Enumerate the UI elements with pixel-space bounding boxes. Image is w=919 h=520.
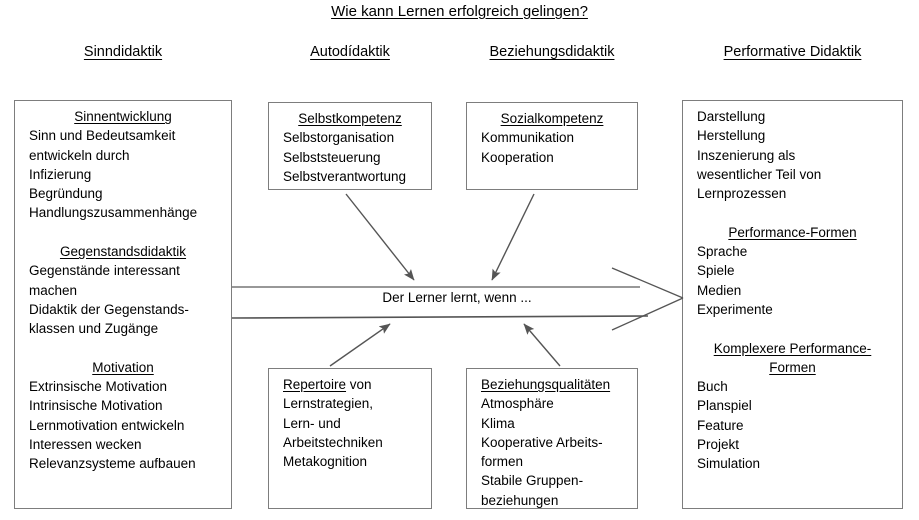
block-heading: Beziehungsqualitäten <box>467 375 637 394</box>
list-item: Infizierung <box>29 166 92 182</box>
page-title-text: Wie kann Lernen erfolgreich gelingen? <box>331 3 588 20</box>
block-heading: Performance-Formen <box>728 224 857 240</box>
list-item: Begründung <box>29 186 103 202</box>
list-item: Simulation <box>697 456 761 472</box>
block-heading-plain-part: von <box>346 377 372 392</box>
list-item: Handlungszusammenhänge <box>29 205 198 221</box>
list-item: Kooperation <box>481 149 554 165</box>
list-item: Relevanzsysteme aufbauen <box>29 456 196 472</box>
box-sozialkompetenz: Sozialkompetenz Kommunikation Kooperatio… <box>466 102 638 190</box>
list-item: Didaktik der Gegenstands- <box>29 301 189 317</box>
column-header-autodidaktik: Autodídaktik <box>268 42 432 62</box>
list-item: Extrinsische Motivation <box>29 379 168 395</box>
list-item: formen <box>481 454 524 470</box>
list-item: klassen und Zugänge <box>29 321 159 337</box>
column-header-beziehungsdidaktik: Beziehungsdidaktik <box>466 42 638 62</box>
list-item: Kooperative Arbeits- <box>481 434 603 450</box>
box-performative-didaktik: Darstellung Herstellung Inszenierung als… <box>682 100 903 509</box>
list-item: Atmosphäre <box>481 396 554 412</box>
list-item: Lernmotivation entwickeln <box>29 417 185 433</box>
list-item: Interessen wecken <box>29 437 142 453</box>
list-item: Gegenstände interessant <box>29 263 180 279</box>
box-beziehungsqualitaeten: Beziehungsqualitäten Atmosphäre Klima Ko… <box>466 368 638 509</box>
list-item: Stabile Gruppen- <box>481 473 584 489</box>
list-item: Selbstorganisation <box>283 130 395 146</box>
list-item: Sinn und Bedeutsamkeit <box>29 128 176 144</box>
list-item: Lernstrategien, <box>283 396 374 412</box>
connector-selbstkompetenz-to-banner <box>345 193 415 281</box>
list-item: machen <box>29 282 78 298</box>
list-item: Inszenierung als <box>697 147 796 163</box>
column-header-label: Beziehungsdidaktik <box>489 44 615 60</box>
block-heading-underlined-part: Beziehungsqualitäten <box>481 377 611 392</box>
block-heading: Sinnentwicklung <box>74 109 172 124</box>
column-header-label: Sinndidaktik <box>83 44 163 60</box>
list-item: Herstellung <box>697 128 766 144</box>
block-heading: Sozialkompetenz <box>500 111 604 126</box>
list-item: Experimente <box>697 301 773 317</box>
list-item: beziehungen <box>481 492 559 508</box>
banner-label: Der Lerner lernt, wenn ... <box>232 288 682 307</box>
list-item: Metakognition <box>283 454 368 470</box>
list-item: entwickeln durch <box>29 147 130 163</box>
block-heading: Gegenstandsdidaktik <box>59 244 187 260</box>
box-repertoire: Repertoire von Lernstrategien, Lern- und… <box>268 368 432 509</box>
list-item: Projekt <box>697 437 740 453</box>
list-item: Selbststeuerung <box>283 149 381 165</box>
block-heading: Komplexere Performance- <box>713 340 872 356</box>
list-item: Planspiel <box>697 398 752 414</box>
column-header-label: Autodídaktik <box>310 44 390 60</box>
list-item: Klima <box>481 415 515 431</box>
block-heading: Repertoire von <box>269 375 431 394</box>
connector-sozialkompetenz-to-banner <box>491 193 535 281</box>
list-item: Sprache <box>697 244 748 260</box>
page-title: Wie kann Lernen erfolgreich gelingen? <box>0 2 919 22</box>
banner-arrow <box>231 267 684 331</box>
column-header-sinndidaktik: Sinndidaktik <box>14 42 232 62</box>
list-item: Intrinsische Motivation <box>29 398 163 414</box>
connector-repertoire-to-banner <box>329 323 391 367</box>
list-item: Arbeitstechniken <box>283 434 383 450</box>
box-sinndidaktik: Sinnentwicklung Sinn und Bedeutsamkeit e… <box>14 100 232 509</box>
list-item: Medien <box>697 282 742 298</box>
connector-beziehungsqualitaeten-to-banner <box>523 323 561 367</box>
column-header-performative-didaktik: Performative Didaktik <box>682 42 903 62</box>
list-item: Feature <box>697 417 744 433</box>
list-item: Kommunikation <box>481 130 575 146</box>
list-item: Lern- und <box>283 415 341 431</box>
block-heading: Motivation <box>92 359 154 375</box>
list-item: Spiele <box>697 263 735 279</box>
banner-label-text: Der Lerner lernt, wenn ... <box>382 290 532 305</box>
block-heading-second-line: Formen <box>769 359 816 375</box>
block-heading: Selbstkompetenz <box>298 111 402 126</box>
block-heading-underlined-part: Repertoire <box>283 377 347 392</box>
column-header-label: Performative Didaktik <box>723 44 862 60</box>
list-item: Darstellung <box>697 109 766 124</box>
box-selbstkompetenz: Selbstkompetenz Selbstorganisation Selbs… <box>268 102 432 190</box>
list-item: Selbstverantwortung <box>283 168 407 184</box>
list-item: wesentlicher Teil von <box>697 166 822 182</box>
list-item: Lernprozessen <box>697 186 787 202</box>
list-item: Buch <box>697 379 728 395</box>
